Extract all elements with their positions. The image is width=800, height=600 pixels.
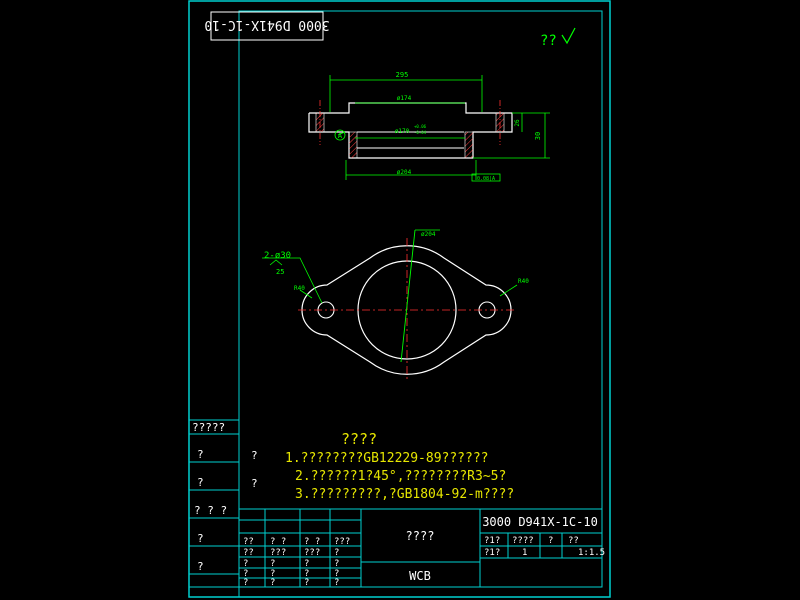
side-table-item: ? — [197, 532, 204, 545]
material: WCB — [409, 569, 431, 583]
dim-inner-mid: ø170 — [395, 128, 410, 135]
title-block-cell: ? — [304, 578, 309, 588]
note-line-2: 2.??????1?45°,????????R3~5? — [295, 469, 506, 484]
inner-frame — [238, 10, 603, 588]
datum-box: 0.08|A — [471, 173, 501, 182]
svg-text:1: 1 — [522, 548, 527, 558]
datum-a-marker: A — [334, 129, 346, 141]
notes-side-mark: ? — [251, 477, 258, 490]
title-block-cell: ? — [270, 578, 275, 588]
svg-text:?: ? — [548, 536, 553, 546]
title-block-cell: ??? — [270, 548, 286, 558]
r-right: R40 — [518, 278, 529, 285]
title-block-cell: ?? — [243, 548, 254, 558]
side-table-label: ????? — [192, 421, 225, 434]
roughness-check-icon — [561, 27, 576, 45]
title-block-cell: ?? — [243, 537, 254, 547]
note-line-3: 3.?????????,?GB1804-92-m???? — [295, 487, 514, 502]
title-block-cell: ? — [243, 569, 248, 579]
dim-inner-top: ø174 — [397, 95, 412, 102]
roughness-mark: ?? — [540, 27, 576, 49]
side-table-item: ? ? ? — [194, 504, 227, 517]
notes-heading: ???? — [341, 430, 377, 448]
title-box-text: 3000 D941X-1C-10 — [204, 17, 329, 32]
title-block-cell: ? — [334, 548, 339, 558]
note-line-1: 1.????????GB12229-89?????? — [285, 451, 489, 466]
side-table-item: ? — [197, 476, 204, 489]
svg-text:?1?: ?1? — [484, 548, 500, 558]
dim-tol-minus: -0.04 — [414, 130, 427, 135]
outer-frame — [188, 0, 611, 598]
title-block-cell: ? — [334, 569, 339, 579]
notes-side-mark: ? — [251, 449, 258, 462]
plan-diameter: ø204 — [421, 231, 436, 238]
svg-text:A: A — [338, 132, 343, 140]
drawing-number: 3000 D941X-1C-10 — [482, 515, 598, 529]
svg-text:??: ?? — [568, 536, 579, 546]
svg-text:????: ???? — [512, 536, 534, 546]
dim-tol-plus: +0.06 — [414, 124, 427, 129]
title-block-cell: ? — [334, 559, 339, 569]
title-block-cell: ? ? — [270, 537, 286, 547]
dim-flange-thk: 26 — [514, 119, 521, 127]
svg-text:0.08|A: 0.08|A — [477, 176, 495, 182]
side-table-item: ? — [197, 560, 204, 573]
svg-text:1:1.5: 1:1.5 — [578, 548, 605, 558]
technical-notes: ???? ? ? 1.????????GB12229-89?????? 2.??… — [251, 430, 514, 502]
section-view: 295 ø174 ø170 +0.06 -0.04 30 26 ø204 0.0… — [308, 71, 550, 182]
title-block-grid-text: ??? ?? ????????????????????????? — [243, 537, 350, 588]
title-block-cell: ? ? — [304, 537, 320, 547]
title-block — [239, 508, 602, 587]
hole-note: 25 — [276, 268, 284, 276]
plan-view: ø204 2-ø30 25 R40 R40 — [262, 229, 529, 382]
title-block-cell: ? — [270, 569, 275, 579]
title-block-cell: ??? — [304, 548, 320, 558]
dim-top-width: 295 — [396, 71, 409, 79]
title-block-labels: ?1? ???? ? ?? ?1? 1 1:1.5 — [484, 536, 605, 558]
side-table-item: ? — [197, 448, 204, 461]
part-name: ???? — [406, 529, 435, 543]
title-block-cell: ? — [270, 559, 275, 569]
hole-label: 2-ø30 — [264, 251, 291, 261]
title-block-cell: ??? — [334, 537, 350, 547]
dim-bottom: ø204 — [397, 169, 412, 176]
r-left: R40 — [294, 285, 305, 292]
title-block-cell: ? — [304, 559, 309, 569]
title-block-cell: ? — [334, 578, 339, 588]
svg-text:?1?: ?1? — [484, 536, 500, 546]
title-box-top: 3000 D941X-1C-10 — [204, 11, 330, 41]
roughness-text: ?? — [540, 33, 557, 49]
title-block-cell: ? — [243, 578, 248, 588]
dim-height: 30 — [534, 132, 542, 140]
title-block-cell: ? — [243, 559, 248, 569]
title-block-cell: ? — [304, 569, 309, 579]
